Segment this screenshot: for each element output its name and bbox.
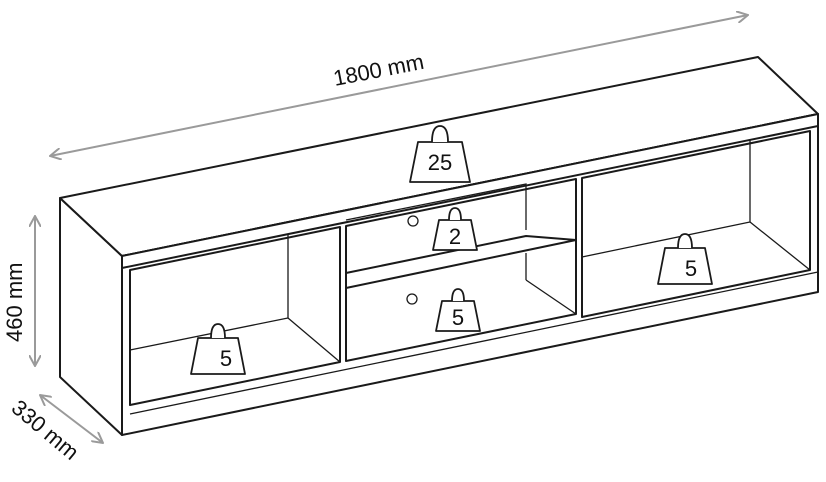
cable-hole-lower: [406, 293, 418, 305]
weight-left: 5: [190, 323, 246, 375]
middle-floor-edge: [525, 279, 577, 315]
weight-right-value: 5: [685, 256, 697, 281]
weight-middle-upper-value: 2: [449, 224, 461, 249]
depth-arrow: [40, 395, 103, 443]
weight-left-value: 5: [220, 346, 232, 371]
middle-back: [345, 183, 527, 230]
height-label: 460 mm: [2, 263, 27, 342]
right-floor-edge: [749, 221, 811, 271]
cable-hole-upper: [407, 215, 419, 227]
width-arrow: [50, 15, 748, 156]
left-compartment-floor-edge: [287, 317, 341, 363]
weight-right: 5: [657, 233, 713, 285]
weight-middle-lower: 5: [435, 288, 481, 332]
weight-middle-upper: 2: [432, 207, 478, 251]
bottom-rail-line: [129, 271, 819, 415]
width-label: 1800 mm: [331, 49, 426, 91]
depth-label: 330 mm: [7, 395, 84, 465]
weight-middle-lower-value: 5: [452, 305, 464, 330]
weight-top-value: 25: [428, 150, 452, 175]
